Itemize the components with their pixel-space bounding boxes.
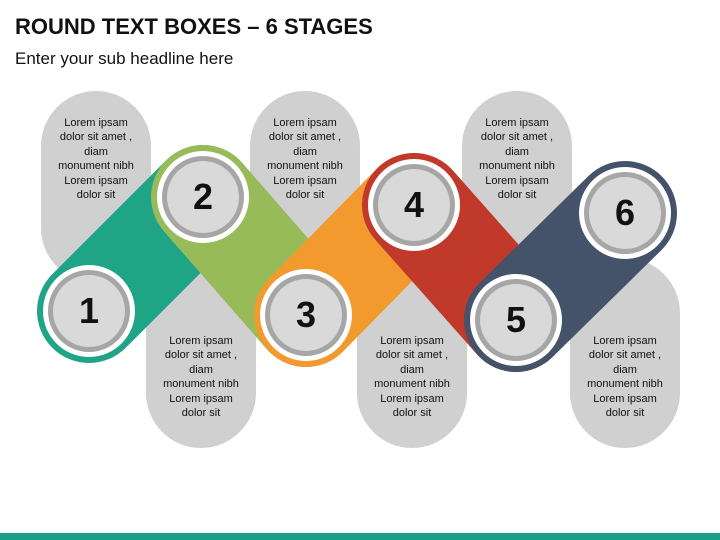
stage-1-circle (43, 265, 135, 357)
stage-3-number: 3 (295, 294, 317, 335)
stage-6-circle (579, 167, 671, 259)
stage-4-number: 4 (403, 184, 425, 225)
stage-6-number: 6 (614, 192, 636, 233)
stage-5-text: Lorem ipsam dolor sit amet , diam monume… (374, 335, 450, 420)
stage-3-circle (260, 269, 352, 361)
stage-4-circle (368, 159, 460, 251)
stage-2-text: Lorem ipsam dolor sit amet , diam monume… (267, 117, 343, 202)
bottom-accent-bar (0, 533, 720, 540)
stage-1-text: Lorem ipsam dolor sit amet , diam monume… (58, 117, 134, 202)
stage-4-text: Lorem ipsam dolor sit amet , diam monume… (479, 117, 555, 202)
stage-5-circle (470, 274, 562, 366)
stage-5-number: 5 (505, 299, 527, 340)
stage-1-number: 1 (78, 290, 100, 331)
stage-2-number: 2 (192, 176, 214, 217)
stage-6-text: Lorem ipsam dolor sit amet , diam monume… (587, 335, 663, 420)
stage-3-text: Lorem ipsam dolor sit amet , diam monume… (163, 335, 239, 420)
page-subtitle: Enter your sub headline here (15, 49, 234, 68)
stage-2-circle (157, 151, 249, 243)
page-title: ROUND TEXT BOXES – 6 STAGES (15, 14, 373, 39)
stage-3-pill (146, 258, 256, 448)
